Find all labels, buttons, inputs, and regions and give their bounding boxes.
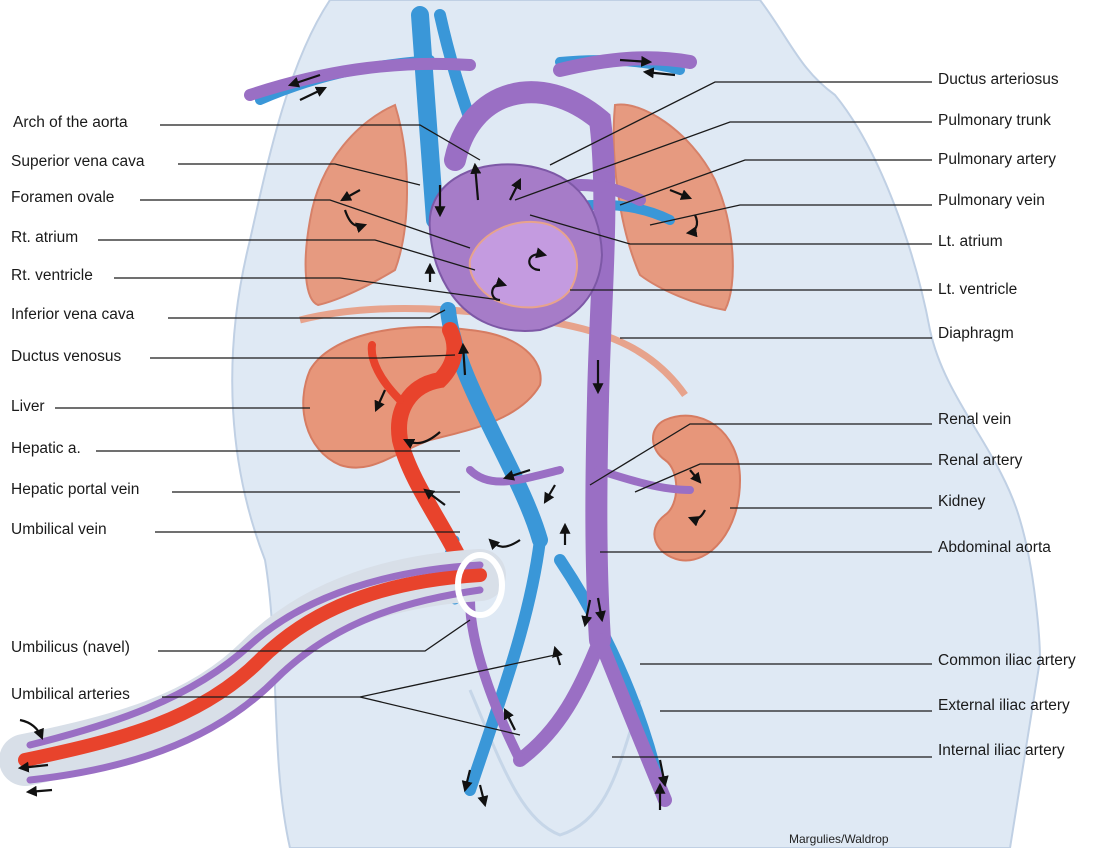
label-pulmonary-trunk: Pulmonary trunk [938,112,1051,130]
label-ductus-arteriosus: Ductus arteriosus [938,71,1059,89]
label-external-iliac-artery: External iliac artery [938,697,1070,715]
label-rt-atrium: Rt. atrium [11,229,78,247]
label-lt-ventricle: Lt. ventricle [938,281,1017,299]
label-internal-iliac-artery: Internal iliac artery [938,742,1065,760]
label-hepatic-portal-vein: Hepatic portal vein [11,481,139,499]
label-hepatic-artery: Hepatic a. [11,440,81,458]
label-umbilical-vein: Umbilical vein [11,521,107,539]
label-superior-vena-cava: Superior vena cava [11,153,145,171]
label-pulmonary-vein: Pulmonary vein [938,192,1045,210]
label-renal-vein: Renal vein [938,411,1011,429]
illustrator-credit: Margulies/Waldrop [789,832,889,846]
label-common-iliac-artery: Common iliac artery [938,652,1076,670]
label-diaphragm: Diaphragm [938,325,1014,343]
label-kidney: Kidney [938,493,985,511]
label-lt-atrium: Lt. atrium [938,233,1003,251]
label-umbilicus: Umbilicus (navel) [11,639,130,657]
label-renal-artery: Renal artery [938,452,1022,470]
label-inferior-vena-cava: Inferior vena cava [11,306,134,324]
label-liver: Liver [11,398,45,416]
label-ductus-venosus: Ductus venosus [11,348,121,366]
label-pulmonary-artery: Pulmonary artery [938,151,1056,169]
label-umbilical-arteries: Umbilical arteries [11,686,130,704]
label-abdominal-aorta: Abdominal aorta [938,539,1051,557]
label-arch-of-aorta: Arch of the aorta [13,114,128,132]
label-rt-ventricle: Rt. ventricle [11,267,93,285]
label-foramen-ovale: Foramen ovale [11,189,114,207]
